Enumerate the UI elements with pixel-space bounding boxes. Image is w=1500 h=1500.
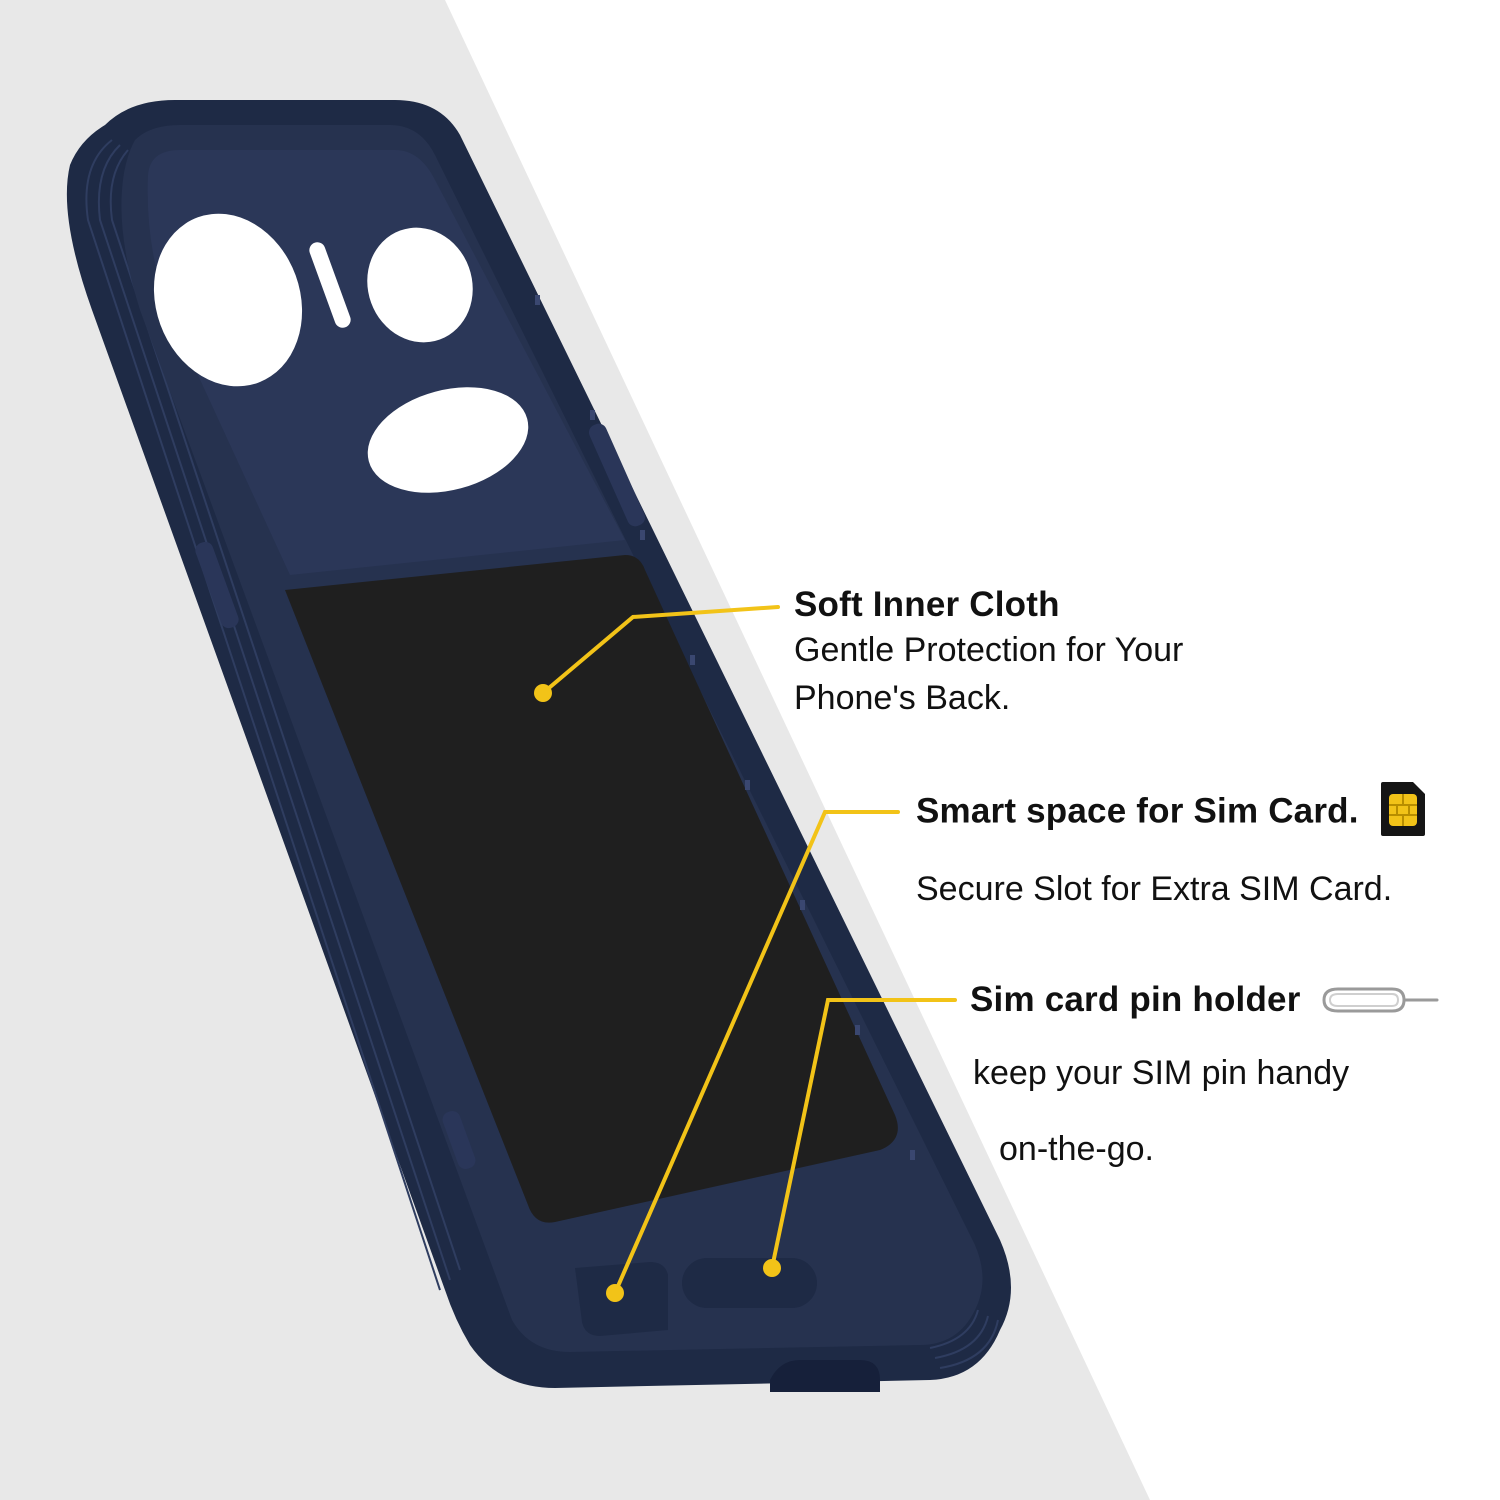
leader-line-cloth [541,605,780,695]
callout-description-line1: Secure Slot for Extra SIM Card. [916,870,1393,908]
sensor-lens-cutout [367,387,529,493]
leader-dot-pin [763,1259,781,1277]
callout-title-row: Smart space for Sim Card. [916,782,1427,842]
pin-holder-compartment [682,1258,817,1308]
case-rim-ribs [85,139,999,1369]
callout-inner-cloth: Soft Inner Cloth Gentle Protection for Y… [794,585,1183,721]
callout-description-line2: on-the-go. [999,1130,1154,1168]
camera-cutouts [153,213,529,493]
leader-line-sim [613,810,900,1295]
callout-title-row: Sim card pin holder [970,980,1440,1020]
callout-pin-holder: Sim card pin holder keep your SIM pin ha… [970,980,1440,1172]
main-lens-cutout [153,213,303,387]
callout-sim-space: Smart space for Sim Card. Secure Slot fo… [916,782,1427,912]
secondary-lens-cutout [367,227,473,343]
charging-port-cutout [770,1360,880,1392]
sim-eject-pin-icon [1322,987,1439,1013]
callout-title: Sim card pin holder [970,980,1301,1019]
callout-description-line2: Phone's Back. [794,679,1011,717]
side-buttons [195,423,646,1170]
rim-slot-marks [535,295,915,1160]
sim-card-icon [1380,782,1425,836]
callout-description-line1: Gentle Protection for Your [794,631,1184,669]
callout-title: Soft Inner Cloth [794,585,1060,624]
leader-dot-cloth [534,684,552,702]
leader-line-pin [770,998,957,1270]
callout-description-line1: keep your SIM pin handy [973,1054,1350,1092]
inner-cloth-pad [285,555,898,1223]
callout-title: Smart space for Sim Card. [916,791,1359,831]
leader-dot-sim [606,1284,624,1302]
flash-slot-cutout [309,242,351,328]
